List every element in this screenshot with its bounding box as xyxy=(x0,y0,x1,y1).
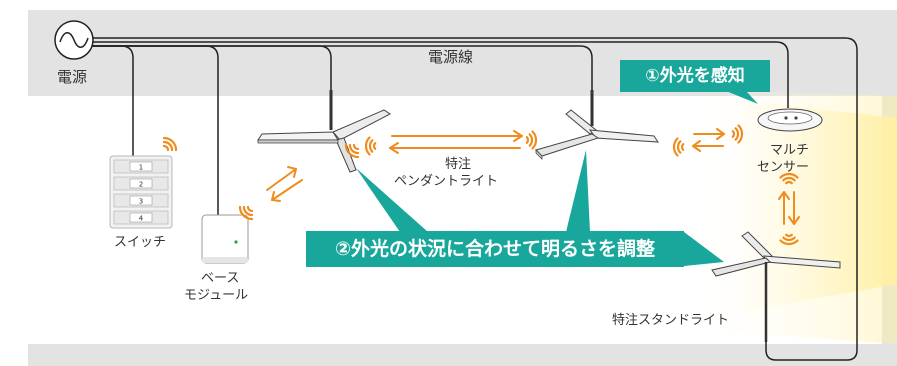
signal-arc xyxy=(680,143,685,151)
signal-arc xyxy=(785,233,793,238)
callout-2-pointer-left xyxy=(356,168,428,232)
base-module-icon xyxy=(201,214,249,264)
signal-arc xyxy=(785,180,793,185)
signal-arc xyxy=(352,143,360,151)
multi-sensor-label-line2: センサー xyxy=(757,160,810,175)
callout-2-pointer-right xyxy=(684,232,724,266)
callout-1-pointer xyxy=(726,91,758,104)
pendant-light-1-icon xyxy=(257,90,391,173)
wireless-signal-icon xyxy=(344,143,360,159)
multi-sensor-icon xyxy=(757,108,823,132)
stand-light-label: 特注スタンドライト xyxy=(612,313,730,328)
switch-button-number: 1 xyxy=(139,164,143,172)
wireless-signal-icon xyxy=(779,233,799,246)
signal-arc xyxy=(779,172,799,179)
wireless-signal-icon xyxy=(525,130,538,150)
signal-arc xyxy=(364,136,371,156)
pendant-light-2-icon xyxy=(535,90,659,160)
signal-arc xyxy=(344,143,360,159)
power-wiring xyxy=(92,37,858,361)
signal-arc xyxy=(779,239,799,246)
signal-arc xyxy=(734,127,740,141)
signal-arc xyxy=(162,140,174,152)
signal-arc xyxy=(372,142,377,150)
multi-sensor-label-line1: マルチ xyxy=(770,143,810,158)
power-line-label: 電源線 xyxy=(428,48,474,66)
base-module-label-line1: ベース xyxy=(201,271,240,286)
switch-panel-icon xyxy=(109,155,173,229)
signal-arc xyxy=(525,136,530,144)
pendant-label-line2: ペンダントライト xyxy=(394,174,499,189)
switch-button-rows: 1 2 3 4 xyxy=(113,159,169,225)
switch-button-number: 2 xyxy=(139,181,143,189)
switch-button-number: 4 xyxy=(139,215,144,223)
signal-arc xyxy=(737,124,744,144)
wireless-signal-icon xyxy=(672,137,685,157)
signal-arc xyxy=(531,130,538,150)
signal-arc xyxy=(676,140,682,154)
switch-button xyxy=(129,178,153,189)
callout-adjust-brightness: ②外光の状況に合わせて明るさを調整 xyxy=(306,231,684,267)
wall-bottom xyxy=(28,344,897,366)
wireless-signal-icon xyxy=(162,136,178,152)
wireless-signal-icon xyxy=(364,136,377,156)
switch-button xyxy=(129,195,153,206)
communication-arrows xyxy=(266,128,800,225)
signal-arc xyxy=(782,236,796,242)
switch-label: スイッチ xyxy=(114,235,167,250)
switch-button-number: 3 xyxy=(139,198,143,206)
signal-arc xyxy=(348,143,360,155)
callout-detect-outside-light: ①外光を感知 xyxy=(620,60,770,92)
signal-arc xyxy=(528,133,534,147)
callout-2-pointer-mid xyxy=(566,150,590,232)
wireless-signal-icon xyxy=(779,172,799,185)
signal-arc xyxy=(672,137,679,157)
pendant-label-line1: 特注 xyxy=(445,157,472,172)
stand-light-icon xyxy=(711,231,841,342)
signal-arc xyxy=(782,176,796,182)
power-source-label: 電源 xyxy=(57,68,88,86)
signal-arc xyxy=(246,205,254,213)
signal-arc xyxy=(162,144,170,152)
switch-button xyxy=(129,161,153,172)
signal-arc xyxy=(368,139,374,153)
switch-button xyxy=(129,212,153,223)
signal-arc xyxy=(162,136,178,152)
wireless-signal-icon xyxy=(731,124,744,144)
ac-power-icon xyxy=(54,20,94,60)
signal-arc xyxy=(731,130,736,138)
base-module-label-line2: モジュール xyxy=(184,288,249,303)
